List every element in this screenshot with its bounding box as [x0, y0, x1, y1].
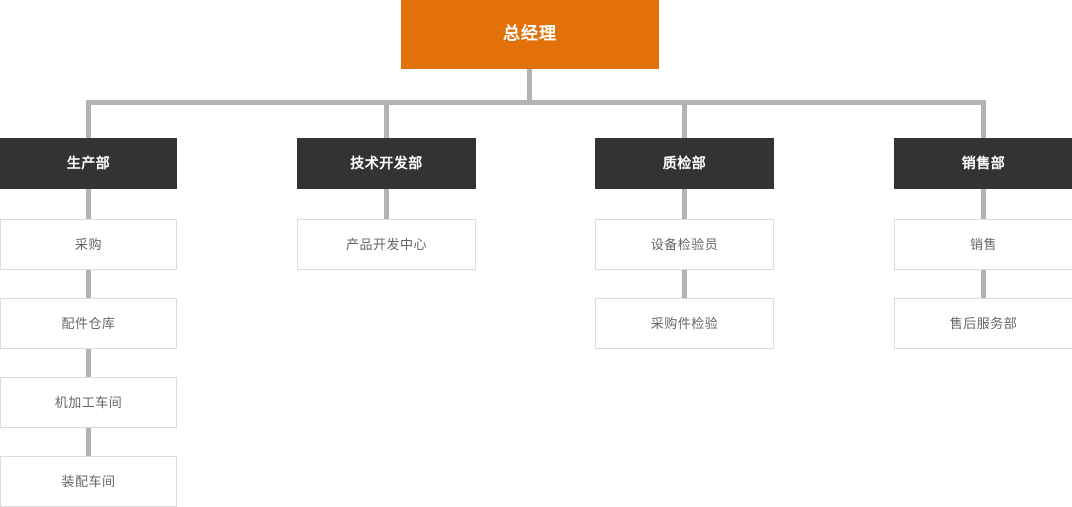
org-node-leaf-3-2-label: 采购件检验	[650, 315, 719, 331]
org-node-leaf-4-1-label: 销售	[969, 236, 997, 252]
connector-branch-1-drop	[86, 100, 91, 138]
org-node-leaf-1-4-label: 装配车间	[61, 473, 116, 489]
org-node-dept-3-label: 质检部	[662, 155, 707, 172]
connector-root-stem	[527, 69, 532, 105]
connector-branch-3-child-2	[682, 270, 687, 298]
connector-branch-1-child-3	[86, 349, 91, 377]
connector-branch-3-child-1	[682, 189, 687, 219]
connector-branch-4-drop	[981, 100, 986, 138]
org-node-dept-1-label: 生产部	[66, 155, 111, 172]
org-node-leaf-3-1-label: 设备检验员	[650, 236, 719, 252]
org-node-leaf-1-1-label: 采购	[74, 236, 102, 252]
org-node-leaf-3-2[interactable]: 采购件检验	[595, 298, 774, 349]
connector-branch-1-child-2	[86, 270, 91, 298]
org-node-root[interactable]: 总经理	[401, 0, 659, 69]
org-node-leaf-1-1[interactable]: 采购	[0, 219, 177, 270]
connector-branch-4-child-2	[981, 270, 986, 298]
org-node-leaf-1-3[interactable]: 机加工车间	[0, 377, 177, 428]
connector-branch-2-child-1	[384, 189, 389, 219]
org-node-leaf-1-4[interactable]: 装配车间	[0, 456, 177, 507]
connector-branch-1-child-4	[86, 428, 91, 456]
org-node-leaf-1-3-label: 机加工车间	[54, 394, 123, 410]
connector-branch-2-drop	[384, 100, 389, 138]
org-node-leaf-3-1[interactable]: 设备检验员	[595, 219, 774, 270]
org-node-leaf-2-1-label: 产品开发中心	[345, 236, 427, 252]
org-node-dept-3[interactable]: 质检部	[595, 138, 774, 189]
org-node-dept-2-label: 技术开发部	[350, 155, 423, 172]
org-node-dept-4[interactable]: 销售部	[894, 138, 1072, 189]
org-node-dept-2[interactable]: 技术开发部	[297, 138, 476, 189]
org-node-leaf-4-2-label: 售后服务部	[949, 315, 1018, 331]
connector-branch-4-child-1	[981, 189, 986, 219]
org-node-leaf-4-2[interactable]: 售后服务部	[894, 298, 1072, 349]
org-node-leaf-4-1[interactable]: 销售	[894, 219, 1072, 270]
connector-branch-1-child-1	[86, 189, 91, 219]
org-node-dept-1[interactable]: 生产部	[0, 138, 177, 189]
org-node-root-label: 总经理	[503, 24, 557, 44]
connector-horizontal-bus	[86, 100, 986, 105]
org-node-leaf-2-1[interactable]: 产品开发中心	[297, 219, 476, 270]
org-node-dept-4-label: 销售部	[961, 155, 1006, 172]
org-node-leaf-1-2[interactable]: 配件仓库	[0, 298, 177, 349]
connector-branch-3-drop	[682, 100, 687, 138]
org-node-leaf-1-2-label: 配件仓库	[61, 315, 116, 331]
